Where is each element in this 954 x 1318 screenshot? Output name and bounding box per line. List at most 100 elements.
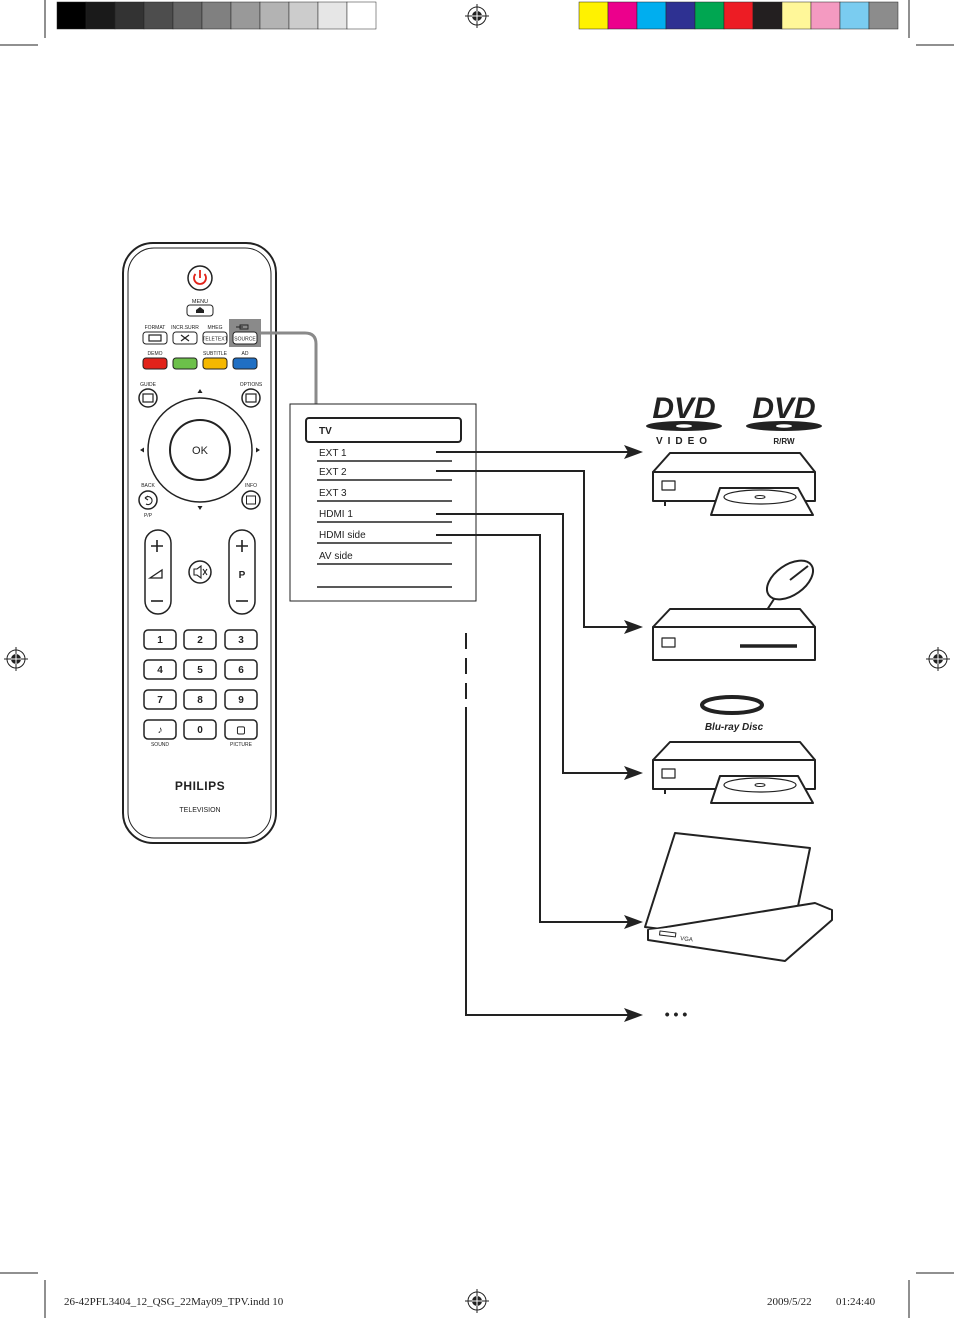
hdmi1-connection (436, 513, 630, 774)
gray-swatch (56, 1, 87, 30)
pp-label: P/P (144, 513, 153, 519)
key-label: 1 (157, 635, 163, 646)
teletext-label: TELETEXT (202, 337, 227, 343)
color-swatch (694, 1, 725, 30)
menu-item-label[interactable]: AV side (319, 551, 353, 562)
incr-surr-label: INCR.SURR (171, 325, 199, 331)
connection-lines (436, 451, 630, 1016)
key-button[interactable] (224, 719, 258, 740)
format-icon (148, 334, 162, 342)
menu-item-label[interactable]: HDMI side (319, 530, 366, 541)
menu-item-label[interactable]: EXT 1 (319, 448, 347, 459)
teletext-button[interactable] (202, 331, 228, 345)
key-button[interactable] (224, 629, 258, 650)
ok-button[interactable] (169, 419, 231, 481)
source-button[interactable] (232, 331, 258, 345)
color-swatch (752, 1, 783, 30)
menu-item-label[interactable]: EXT 3 (319, 488, 347, 499)
ok-label: OK (192, 445, 209, 457)
footer-filename: 26-42PFL3404_12_QSG_22May09_TPV.indd 10 (64, 1296, 284, 1308)
brand-logo-text: PHILIPS (175, 779, 225, 793)
gray-swatch (259, 1, 290, 30)
subtitle-label: SUBTITLE (203, 351, 228, 357)
volume-icon (147, 568, 163, 579)
key-button[interactable] (183, 689, 217, 710)
key-button[interactable] (224, 689, 258, 710)
power-icon (193, 270, 207, 285)
svg-text:R/RW: R/RW (773, 437, 795, 446)
arrow-ext2-icon (624, 620, 643, 634)
svg-text:DVD: DVD (752, 392, 815, 425)
color-swatch (839, 1, 870, 30)
mute-button[interactable] (188, 560, 212, 584)
guide-button[interactable] (138, 388, 158, 408)
ad-label: AD (242, 351, 249, 357)
key-label: ♪ (158, 725, 163, 736)
program-rocker[interactable] (228, 529, 256, 615)
home-icon (196, 307, 204, 313)
mheg-label: MHEG (208, 325, 223, 331)
color-swatch (607, 1, 638, 30)
key-button[interactable] (224, 659, 258, 680)
format-button[interactable] (142, 331, 168, 345)
key-label: 2 (197, 635, 203, 646)
green-button[interactable] (172, 357, 198, 370)
arrow-hdmi-side-icon (624, 915, 643, 929)
registration-mark-bottom (465, 1289, 489, 1313)
color-swatch (810, 1, 841, 30)
key-button[interactable] (183, 629, 217, 650)
menu-item-label[interactable]: EXT 2 (319, 467, 347, 478)
key-label: 5 (197, 665, 203, 676)
format-label: FORMAT (145, 325, 166, 331)
satellite-receiver (652, 559, 816, 661)
registration-mark-right (926, 647, 950, 671)
back-label: BACK (141, 483, 155, 489)
key-label: ▢ (236, 725, 245, 736)
back-arrow-icon (144, 495, 153, 506)
key-button[interactable] (183, 659, 217, 680)
color-swatch (868, 1, 899, 30)
menu-item-tv[interactable] (305, 417, 462, 443)
options-icon (245, 393, 257, 403)
source-icon (236, 324, 249, 330)
ext2-connection (436, 470, 630, 628)
hdmi-side-connection (436, 534, 630, 923)
gray-swatch (230, 1, 261, 30)
key-button[interactable] (143, 629, 177, 650)
menu-item-label[interactable]: HDMI 1 (319, 509, 353, 520)
av-side-connection (465, 707, 630, 1016)
key-label: 9 (238, 695, 244, 706)
yellow-button[interactable] (202, 357, 228, 370)
menu-item-tv-label: TV (319, 426, 332, 437)
menu-items: EXT 1 EXT 2 EXT 3 HDMI 1 HDMI side AV side (317, 448, 452, 588)
gray-swatch (172, 1, 203, 30)
red-button[interactable] (142, 357, 168, 370)
svg-text:VIDEO: VIDEO (656, 436, 712, 447)
key-button[interactable] (183, 719, 217, 740)
key-button[interactable] (143, 719, 177, 740)
remote-subtitle: TELEVISION (179, 807, 220, 814)
menu-label: MENU (192, 299, 208, 305)
gray-swatch (114, 1, 145, 30)
key-button[interactable] (143, 659, 177, 680)
blue-button[interactable] (232, 357, 258, 370)
sound-label: SOUND (151, 742, 169, 748)
volume-plus-icon (151, 540, 163, 552)
info-button[interactable] (241, 490, 261, 510)
dvd-player (652, 452, 816, 516)
arrow-left-icon (140, 447, 144, 453)
color-swatch (578, 1, 609, 30)
key-button[interactable] (143, 689, 177, 710)
options-button[interactable] (241, 388, 261, 408)
gray-swatch (288, 1, 319, 30)
gray-swatch (85, 1, 116, 30)
arrow-right-icon (256, 447, 260, 453)
source-menu: TV EXT 1 EXT 2 EXT 3 HDMI 1 HDMI side AV side (289, 403, 477, 602)
svg-text:Blu-ray Disc: Blu-ray Disc (705, 722, 764, 733)
more-devices-ellipsis: • • • (665, 1006, 688, 1022)
laptop: VGA (644, 832, 833, 962)
connection-arrowheads (624, 445, 643, 1022)
